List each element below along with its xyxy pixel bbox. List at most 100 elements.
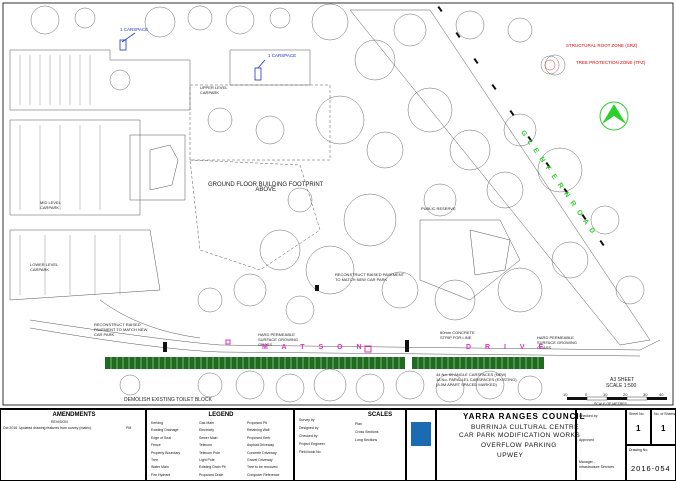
scale-plan-label: Plan <box>355 422 363 426</box>
council-name: YARRA RANGES COUNCIL <box>463 412 586 421</box>
street-label-matson: M A T S O N <box>262 344 368 351</box>
ground-floor-label: GROUND FLOOR BUILDING FOOTPRINT ABOVE <box>208 182 324 193</box>
legend-item: Sewer Main <box>199 435 218 440</box>
scales-heading: SCALES <box>367 412 393 418</box>
drawing-no-cell: Drawing No. 2016-054 <box>626 445 676 481</box>
project-line-2: CAR PARK MODIFICATION WORKS <box>459 432 581 439</box>
of-sheets-label: No. of Sheets <box>654 412 676 416</box>
project-line-4: UPWEY <box>497 452 524 459</box>
legend-item: Existing Drain Pit <box>199 465 226 470</box>
legend-item: Asphalt Driveway <box>247 443 275 448</box>
carspace-label-2: 1 CARSPACE <box>268 53 297 58</box>
amendments-panel: AMENDMENTS REVISION Oct 2016 Updated dra… <box>0 409 146 481</box>
bay-dividers <box>110 357 539 369</box>
legend-item: Water Main <box>151 465 169 470</box>
tree-canopies <box>30 3 645 403</box>
of-sheets-cell: No. of Sheets 1 <box>651 409 676 445</box>
scale-tick: 40 <box>659 392 664 397</box>
upper-level-label: UPPER LEVEL CARPARK <box>200 85 228 95</box>
legend-item: Concrete Driveway <box>247 450 277 455</box>
carspace-blue-marks <box>119 32 266 81</box>
legend-item: Computer Reference <box>247 472 280 477</box>
council-logo-panel <box>406 409 436 481</box>
checked-by-label: Checked by <box>299 434 318 438</box>
scale-label: SCALE 1:500 <box>606 383 637 389</box>
hard-permeable-note-2: HARD PERMEABLE SURFACE GROWING GRASS <box>537 335 578 350</box>
angle-carspaces-note: 44 No. 60 ANGLE CARSPACES (NEW) 18 No. P… <box>436 372 517 387</box>
carpark-linework <box>9 9 661 357</box>
legend-item: Tree <box>151 458 159 462</box>
legend-item: Proposed Kerb <box>247 435 271 440</box>
north-arrow-icon <box>594 98 634 134</box>
scale-of-metres-label: SCALE OF METRES <box>594 402 627 406</box>
site-plan <box>2 2 674 406</box>
scale-tick: 0 <box>585 392 588 397</box>
legend-item: Tree to be removed <box>247 465 278 470</box>
scale-bar-ticks: 10 0 10 20 30 40 <box>563 392 673 397</box>
scale-tick: 10 <box>563 392 568 397</box>
manager-label: Manager - Infrastructure Services <box>579 460 615 469</box>
scale-long-label: Long Sections <box>355 438 378 442</box>
legend-item: Gravel Driveway <box>247 458 273 462</box>
amendment-by: PM <box>126 426 132 430</box>
demolish-note: DEMOLISH EXISTING TOILET BLOCK <box>124 397 212 403</box>
legend-item: Fence <box>151 443 161 448</box>
legend-item: Kerbing <box>151 421 164 425</box>
reconstruct-note-1: RECONSTRUCT RAISED PAVEMENT TO MATCH NEW… <box>94 322 148 337</box>
legend-item: Telecom <box>199 443 213 448</box>
project-line-1: BURRINJA CULTURAL CENTRE <box>471 424 580 431</box>
carspace-label-1: 1 CARSPACE <box>120 27 149 32</box>
design-by-label: Designed by <box>299 426 319 430</box>
carspace-markers <box>225 339 372 353</box>
revision-heading: REVISION <box>51 420 68 424</box>
drawing-no-value: 2016-054 <box>631 464 671 473</box>
legend-item: Proposed Drain <box>199 472 224 477</box>
project-title-panel: YARRA RANGES COUNCIL BURRINJA CULTURAL C… <box>436 409 585 481</box>
legend-item: Property Boundary <box>151 450 181 455</box>
sheet-no-label: Sheet No. <box>629 412 645 416</box>
tpz-label: TREE PROTECTION ZONE (TPZ) <box>576 60 646 65</box>
survey-panel: Survey by Designed by Checked by Project… <box>294 409 406 481</box>
legend-item: Fire Hydrant <box>151 472 171 477</box>
legend-item: Existing Drainage <box>151 428 179 433</box>
amendments-heading: AMENDMENTS <box>52 412 96 418</box>
of-sheets-value: 1 <box>661 424 667 433</box>
road-markings <box>437 5 605 247</box>
legend-item: Gas Main <box>199 421 214 425</box>
drawing-no-label: Drawing No. <box>629 448 649 452</box>
legend-item: Electricity <box>199 428 214 433</box>
approved-label: Approved <box>579 438 594 442</box>
amendment-date: Oct 2016 <box>3 426 18 430</box>
sheet-size-label: A3 SHEET <box>610 377 635 383</box>
title-block: AMENDMENTS REVISION Oct 2016 Updated dra… <box>0 408 676 481</box>
srz-label: STRUCTURAL ROOT ZONE (SRZ) <box>566 43 638 48</box>
bollards <box>163 285 409 352</box>
mid-level-label: MID LEVEL CARPARK <box>40 200 61 210</box>
carpark-bays <box>19 55 121 295</box>
sheet-no-cell: Sheet No. 1 <box>626 409 651 445</box>
reconstruct-note-2: RECONSTRUCT RAISED PAVEMENT TO MATCH NEW… <box>335 272 405 282</box>
yarra-ranges-logo-icon <box>411 422 431 446</box>
legend-item: Retaining Wall <box>247 428 270 433</box>
legend-item: Proposed Pit <box>247 421 268 425</box>
lower-level-label: LOWER LEVEL CARPARK <box>30 262 59 272</box>
checked-label: Checked by <box>579 414 598 418</box>
project-line-3: OVERFLOW PARKING <box>481 442 557 449</box>
legend-heading: LEGEND <box>208 412 234 418</box>
field-book-label: Field book No. <box>299 450 322 454</box>
amendment-text: Updated drawing features from survey (ma… <box>19 426 92 430</box>
street-label-drive: D R I V E <box>466 344 550 351</box>
project-engineer-label: Project Engineer <box>299 442 325 446</box>
drawing-border <box>2 2 674 406</box>
legend-item: Telecom Pole <box>199 450 221 455</box>
approvals-panel: Checked by Approved Manager - Infrastruc… <box>576 409 626 481</box>
scale-tick: 30 <box>643 392 648 397</box>
public-reserve-label: PUBLIC RESERVE <box>421 206 456 211</box>
scale-tick: 10 <box>603 392 608 397</box>
sheet-no-value: 1 <box>636 424 642 433</box>
survey-by-label: Survey by <box>299 418 315 422</box>
scale-cross-label: Cross Sections <box>355 430 379 434</box>
legend-item: Edge of Seal <box>151 435 172 440</box>
